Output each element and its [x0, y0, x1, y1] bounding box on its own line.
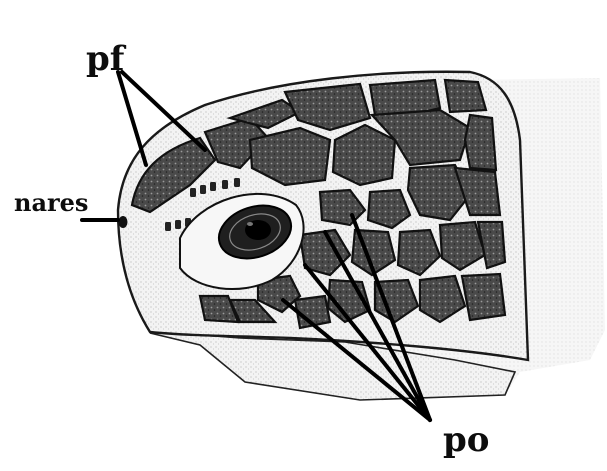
label-pf: pf — [86, 42, 124, 76]
eye-highlight — [247, 222, 253, 226]
naris — [119, 216, 128, 228]
label-po: po — [443, 423, 489, 457]
pf-leader-1 — [118, 72, 146, 165]
label-nares: nares — [14, 191, 88, 215]
